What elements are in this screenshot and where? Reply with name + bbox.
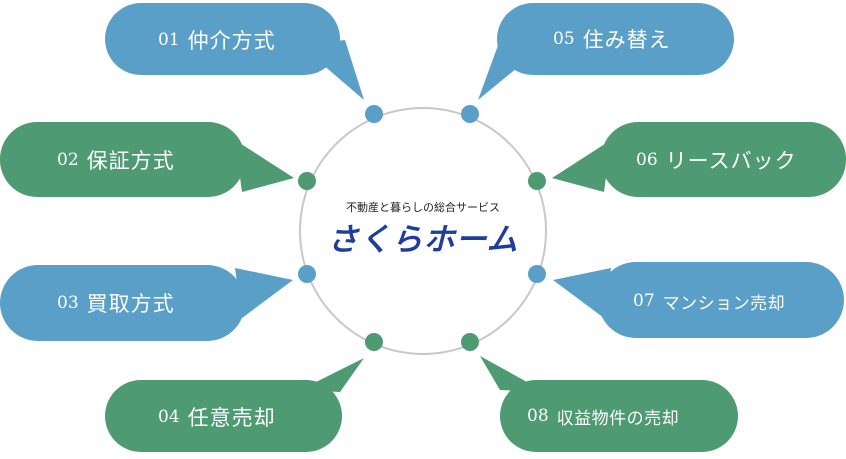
item-08-node [461,333,479,351]
item-03-bubble [0,265,293,341]
item-05-bubble [478,3,734,100]
item-06-bubble [552,122,846,197]
item-08-text: 収益物件の売却 [556,408,680,429]
item-07-text: マンション売却 [662,293,786,314]
item-05-node [461,105,479,123]
item-04-bubble [105,358,364,452]
item-05-number: 05 [553,29,575,49]
item-06-number: 06 [636,150,658,170]
item-08-label: 08 収益物件の売却 [527,401,679,431]
item-07-bubble [553,262,844,338]
item-06-text: リースバック [665,149,797,173]
item-03-node [298,265,316,283]
item-03-number: 03 [57,293,79,313]
item-05-label: 05 住み替え [553,24,671,54]
item-04-node [365,333,383,351]
item-07-number: 07 [633,291,655,311]
item-01-number: 01 [158,30,180,50]
item-02-label: 02 保証方式 [57,145,175,175]
item-04-label: 04 任意売却 [158,402,276,432]
item-02-node [298,172,316,190]
item-01-text: 仲介方式 [187,29,276,53]
item-06-label: 06 リースバック [636,145,797,175]
company-tagline: 不動産と暮らしの総合サービス [346,201,500,214]
item-04-text: 任意売却 [187,406,276,430]
item-01-label: 01 仲介方式 [158,25,276,55]
item-02-number: 02 [57,150,79,170]
item-04-number: 04 [158,407,180,427]
item-08-bubble [480,356,738,452]
item-02-text: 保証方式 [86,149,175,173]
item-05-text: 住み替え [582,28,671,52]
item-02-bubble [0,122,294,197]
item-01-node [365,105,383,123]
item-07-node [528,265,546,283]
item-01-bubble [105,3,364,100]
company-logo: さくらホーム [327,222,519,258]
item-07-label: 07 マンション売却 [633,286,785,316]
item-08-number: 08 [527,406,549,426]
item-03-label: 03 買取方式 [57,288,175,318]
center-ring [299,107,547,355]
item-06-node [528,172,546,190]
item-03-text: 買取方式 [86,292,175,316]
